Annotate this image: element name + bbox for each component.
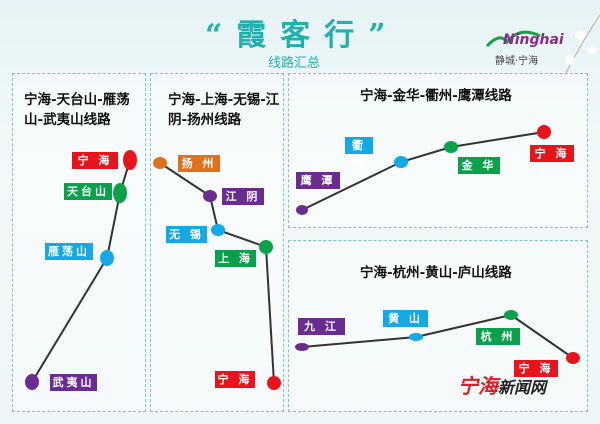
route-line: [301, 313, 574, 359]
route-panel-1: [12, 73, 146, 412]
stop-marker: [211, 224, 225, 236]
watermark-part2: 新闻网: [498, 378, 547, 397]
stop-marker: [566, 352, 580, 364]
stop-label: 无 锡: [166, 226, 207, 243]
logo-word: Ninghai: [503, 32, 564, 48]
watermark: 宁海新闻网: [458, 370, 546, 399]
page-subtitle: 线路汇总: [268, 56, 321, 71]
flower-decoration-icon: [564, 15, 600, 76]
route-title-4: 宁海-杭州-黄山-庐山线路: [360, 265, 512, 281]
stop-marker: [203, 190, 217, 202]
stop-label: 江 阴: [222, 188, 264, 205]
stop-marker: [123, 150, 137, 170]
stop-label: 扬 州: [178, 155, 220, 172]
stop-label: 九 江: [298, 318, 345, 335]
stop-label: 宁 海: [514, 360, 558, 377]
stop-label: 衢 州: [345, 137, 373, 169]
route-title-2: 宁海-上海-无锡-江阴-扬州线路: [168, 92, 280, 128]
route-line: [301, 131, 545, 211]
ninghai-logo: Ninghai 静城·宁海: [485, 28, 564, 68]
stop-label: 天台山: [64, 183, 112, 200]
route-line: [31, 159, 131, 383]
stop-marker: [100, 250, 114, 266]
stop-marker: [444, 141, 458, 153]
stop-marker: [113, 183, 127, 203]
stop-label: 鹰 潭: [296, 172, 340, 189]
stop-marker: [409, 333, 423, 341]
stop-marker: [259, 240, 273, 254]
stop-marker: [295, 343, 309, 351]
logo-caption: 静城·宁海: [495, 56, 539, 67]
route-title-3: 宁海-金华-衢州-鹰潭线路: [360, 88, 512, 104]
route-title-1: 宁海-天台山-雁荡山-武夷山线路: [24, 92, 130, 128]
stop-marker: [25, 374, 39, 390]
stop-marker: [296, 205, 308, 215]
stop-marker: [537, 125, 551, 139]
stop-label: 宁 海: [215, 371, 255, 388]
stop-label: 杭 州: [476, 328, 520, 345]
stop-label: 上 海: [215, 250, 256, 267]
logo-swoosh-icon: [485, 30, 541, 48]
stop-label: 宁 海: [530, 145, 574, 162]
stop-label: 武夷山: [50, 374, 97, 391]
stop-marker: [267, 376, 281, 390]
watermark-part1: 宁海: [458, 374, 498, 398]
stop-marker: [504, 310, 518, 320]
stop-label: 雁荡山: [45, 243, 93, 260]
stop-marker: [153, 157, 167, 169]
page-title: “霞客行”: [205, 18, 400, 53]
stop-marker: [394, 156, 408, 168]
stop-label: 黄 山: [383, 310, 428, 327]
stop-label: 金 华: [458, 157, 500, 174]
stop-label: 宁 海: [72, 152, 118, 169]
